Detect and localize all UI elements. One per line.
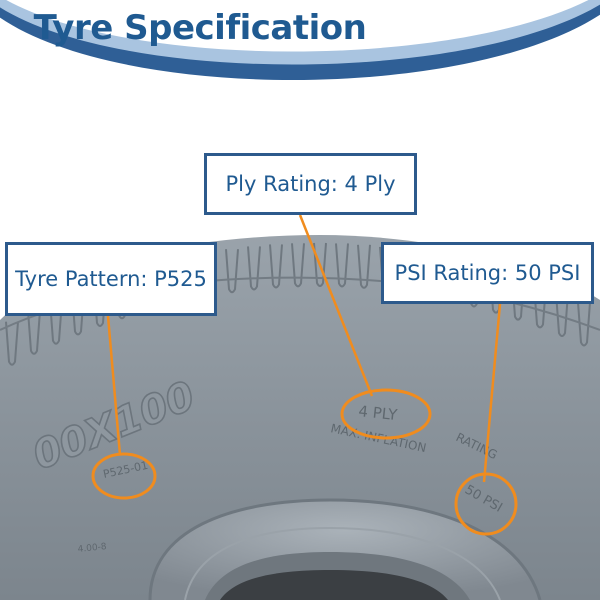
tyre bbox=[0, 235, 600, 600]
tread-block bbox=[27, 310, 41, 355]
page-title: Tyre Specification bbox=[33, 8, 367, 48]
tread-block bbox=[533, 284, 547, 329]
tread-block bbox=[577, 302, 591, 347]
sidewall-rim-size: 4.00-8 bbox=[77, 542, 107, 555]
sidewall-ply-marking: 4 PLY bbox=[358, 402, 399, 424]
highlight-pattern-code bbox=[91, 452, 157, 500]
tread-block bbox=[269, 244, 283, 289]
leader-line-ply bbox=[298, 214, 374, 397]
highlight-psi bbox=[454, 472, 518, 536]
tread-block bbox=[71, 291, 85, 336]
tread-block bbox=[313, 242, 327, 287]
tread-block bbox=[49, 300, 63, 345]
tread-block bbox=[511, 276, 525, 321]
tread-block bbox=[555, 292, 569, 338]
callout-tyre-pattern: Tyre Pattern: P525 bbox=[5, 242, 217, 316]
highlight-ply bbox=[340, 388, 432, 440]
header-arc-decoration bbox=[0, 0, 600, 80]
leader-line-pattern bbox=[106, 315, 122, 456]
highlight-circles bbox=[91, 388, 518, 536]
tread-block bbox=[335, 243, 349, 288]
tread-block bbox=[357, 244, 371, 289]
tread-block bbox=[247, 246, 261, 291]
callout-psi-rating: PSI Rating: 50 PSI bbox=[381, 242, 594, 304]
tread-block bbox=[225, 249, 239, 294]
leader-line-psi bbox=[482, 303, 502, 483]
callout-ply-rating: Ply Rating: 4 Ply bbox=[204, 153, 417, 215]
tread-block bbox=[93, 282, 107, 327]
leader-lines bbox=[106, 214, 502, 483]
tread-block bbox=[5, 321, 19, 366]
tread-block bbox=[291, 243, 305, 288]
